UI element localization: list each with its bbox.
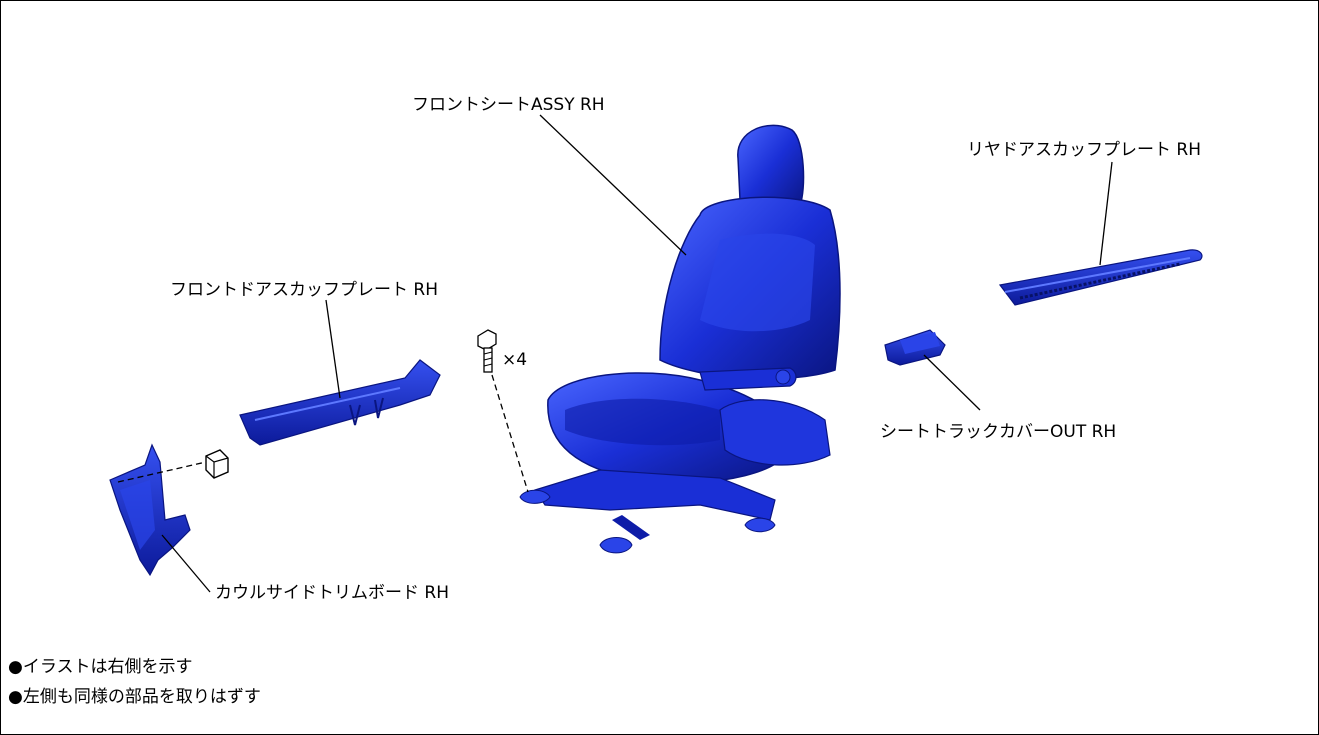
label-cowl-side-trim-board: カウルサイドトリムボード RH <box>215 583 449 603</box>
front-seat-assy <box>519 124 841 554</box>
bolt-icon <box>477 329 497 373</box>
front-door-scuff-plate <box>239 359 441 446</box>
rear-door-scuff-plate <box>998 249 1203 306</box>
cowl-side-trim-board <box>109 443 191 577</box>
bolt-dash-line <box>491 374 529 493</box>
note-right-side-shown: ●イラストは右側を示す <box>8 657 193 677</box>
label-bolt-quantity: ×4 <box>502 350 528 370</box>
leader-lines <box>161 114 1113 593</box>
label-seat-track-cover: シートトラックカバーOUT RH <box>880 422 1117 442</box>
seat-track-cover <box>884 329 946 366</box>
label-front-seat-assy: フロントシートASSY RH <box>412 95 605 115</box>
label-front-door-scuff-plate: フロントドアスカッフプレート RH <box>170 280 438 300</box>
note-left-side-same: ●左側も同様の部品を取りはずす <box>8 687 261 707</box>
clip-nut <box>205 449 229 479</box>
label-rear-door-scuff-plate: リヤドアスカッフプレート RH <box>967 140 1201 160</box>
clip-dash-line <box>117 461 207 483</box>
